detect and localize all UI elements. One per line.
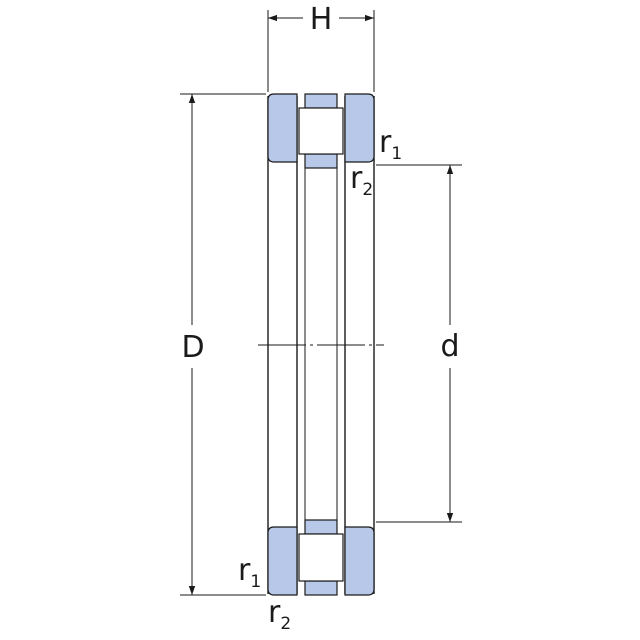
dimension-h: H <box>267 2 375 92</box>
dimension-d-bore-label: d <box>440 329 459 364</box>
top-right-washer <box>344 93 375 163</box>
top-left-washer <box>267 93 298 163</box>
dimension-outer-diameter: D <box>180 93 266 596</box>
bottom-r2-label: r2 <box>268 595 291 634</box>
bottom-r1-label: r1 <box>238 553 261 592</box>
dimension-bore-diameter: d <box>376 164 462 523</box>
dimension-h-label: H <box>310 2 333 37</box>
top-cage-upper <box>304 93 338 109</box>
bottom-right-washer <box>344 526 375 596</box>
top-r2-label: r2 <box>350 161 373 200</box>
bottom-left-washer <box>267 526 298 596</box>
top-r1-label: r1 <box>379 125 402 164</box>
top-section <box>267 93 375 169</box>
top-roller <box>298 107 344 155</box>
top-cage-lower <box>304 153 338 169</box>
dimension-d-outer-label: D <box>181 330 204 365</box>
bottom-section <box>267 519 375 596</box>
bottom-cage-lower <box>304 580 338 596</box>
bottom-cage-upper <box>304 519 338 535</box>
bottom-roller <box>298 533 344 582</box>
